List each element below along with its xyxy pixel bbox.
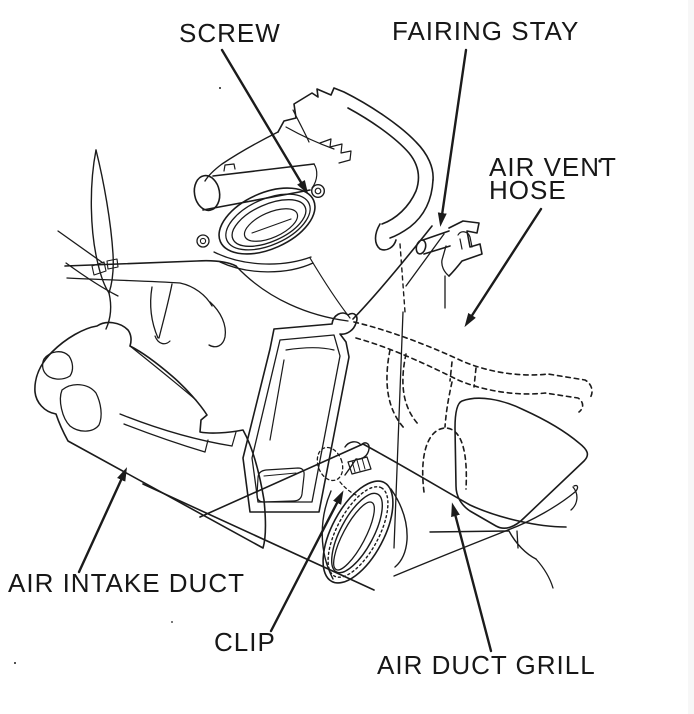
fairing-stay-arrow xyxy=(437,48,468,227)
center-duct xyxy=(242,312,358,513)
fairing-edge-lines xyxy=(352,225,445,549)
clip-part xyxy=(316,441,372,496)
label-air-vent-hose-line2: HOSE xyxy=(489,175,567,205)
label-fairing-stay: FAIRING STAY xyxy=(392,16,580,46)
screw-boss xyxy=(311,183,326,198)
air-intake-duct-arrow xyxy=(77,467,127,574)
air-vent-hose-hidden xyxy=(353,321,593,493)
air-vent-hose-arrow xyxy=(464,207,543,328)
label-air-vent-hose-line1: AIR VENT xyxy=(489,152,617,182)
right-fairing-panel xyxy=(454,397,589,531)
clip-arrow xyxy=(269,490,344,633)
label-screw: SCREW xyxy=(179,18,281,48)
fairing-stay-part xyxy=(399,220,483,313)
page-edge-shadow xyxy=(688,0,694,714)
upper-fairing-assembly xyxy=(64,87,434,348)
air-intake-duct-body xyxy=(34,321,267,549)
windscreen-edge-lines xyxy=(57,149,119,330)
screw-arrow xyxy=(220,48,309,195)
label-air-vent-hose: AIR VENT HOSE xyxy=(489,152,617,205)
scan-speckles xyxy=(14,87,602,664)
label-air-intake-duct: AIR INTAKE DUCT xyxy=(8,568,245,598)
callout-arrows xyxy=(77,48,543,653)
label-air-duct-grill: AIR DUCT GRILL xyxy=(377,650,596,680)
mid-fairing-lines xyxy=(142,443,567,591)
air-duct-grill-arrow xyxy=(451,502,493,653)
label-clip: CLIP xyxy=(214,627,276,657)
